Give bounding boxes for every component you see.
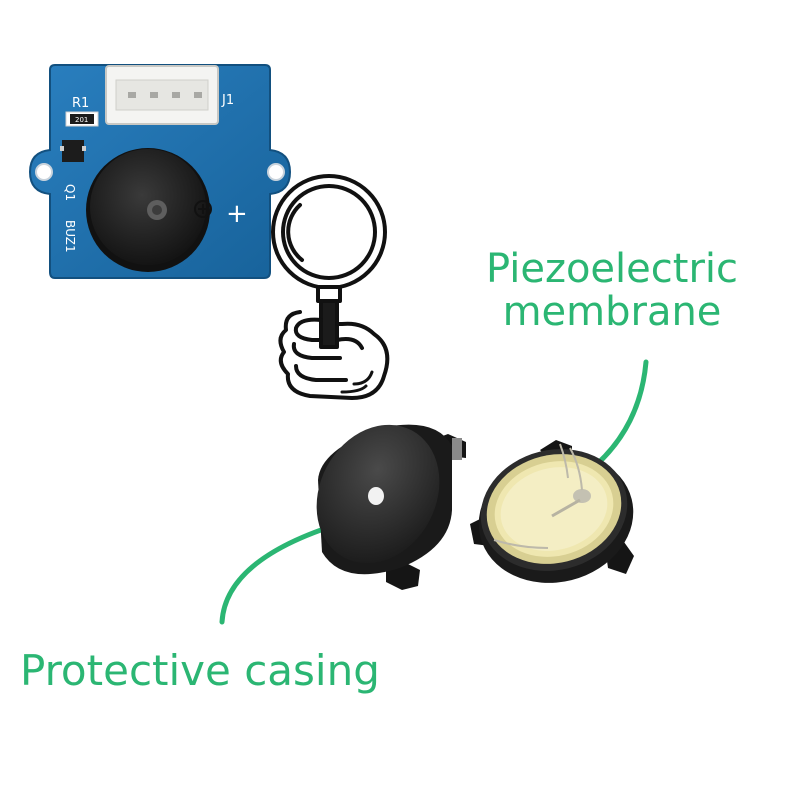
label-piezo-line1: Piezoelectric [486,246,738,292]
open-buzzer-membrane [470,440,634,583]
magnifier-hand-icon [271,174,390,400]
resistor-r1: 201 [65,111,99,127]
label-piezoelectric-membrane: Piezoelectric membrane [452,246,772,336]
silk-r1: R1 [72,96,89,111]
silk-q1: Q1 [63,184,77,201]
mount-hole-left [35,163,53,181]
label-piezo-line2: membrane [502,289,722,336]
label-protective-casing: Protective casing [20,646,380,695]
connector-j1 [105,65,219,125]
transistor-q1 [60,140,86,162]
resistor-code: 201 [75,116,88,124]
silk-j1: J1 [221,93,234,108]
silk-plus: + [226,199,248,229]
polarity-mark [194,200,212,218]
mount-hole-right [267,163,285,181]
silk-buz1: BUZ1 [63,220,77,253]
protective-casing-buzzer [316,424,466,590]
board-buzzer [86,148,210,272]
buzzer-module-board: J1 R1 201 Q1 BUZ1 + [28,64,292,279]
